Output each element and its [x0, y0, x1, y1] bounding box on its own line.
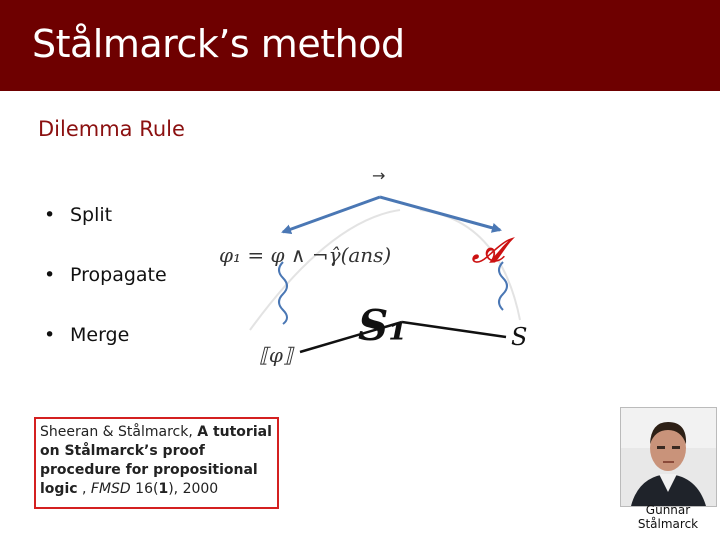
background-arc [249, 209, 401, 331]
phi-semantics-label: ⟦φ⟧ [259, 343, 295, 367]
bullet-label: Propagate [70, 264, 167, 286]
bullet-split: • Split [44, 204, 112, 226]
reference-separator: , [77, 481, 91, 497]
s1-label: S₁ [358, 301, 407, 350]
bullet-marker: • [44, 204, 56, 226]
photo-caption: Gunnar Stålmarck [637, 503, 699, 531]
reference-title: A tutorial on Stålmarck’s proof procedur… [40, 424, 272, 497]
bullet-marker: • [44, 324, 56, 346]
split-arrow-left [281, 195, 381, 234]
arrow-symbol: → [372, 166, 385, 185]
reference-box: Sheeran & Stålmarck, A tutorial on Stålm… [34, 417, 279, 509]
background-arc [419, 209, 521, 321]
reference-authors: Sheeran & Stålmarck, [40, 424, 198, 440]
bullet-marker: • [44, 264, 56, 286]
script-a-label: 𝒜 [471, 231, 515, 271]
title-bar: Stålmarck’s method [0, 0, 720, 91]
portrait-photo [620, 407, 717, 507]
reference-journal: FMSD [90, 481, 131, 497]
portrait-image [621, 408, 716, 506]
s-label: S [511, 323, 527, 351]
slide-title: Stålmarck’s method [32, 22, 405, 66]
section-heading: Dilemma Rule [38, 117, 185, 141]
reference-issue: 1 [158, 481, 169, 497]
reference-volume: 16( [135, 481, 159, 497]
phi1-label: φ₁ = φ ∧ ¬γ̂(ans) [219, 243, 391, 267]
bullet-label: Merge [70, 324, 130, 346]
propagate-squiggle-right [498, 261, 508, 311]
reference-year: ), 2000 [168, 481, 219, 497]
bullet-propagate: • Propagate [44, 264, 167, 286]
propagate-squiggle-left [278, 261, 288, 325]
split-arrow-right [379, 195, 502, 233]
merge-line-left [299, 320, 403, 354]
merge-line-right [401, 320, 507, 339]
bullet-merge: • Merge [44, 324, 129, 346]
bullet-label: Split [70, 204, 113, 226]
